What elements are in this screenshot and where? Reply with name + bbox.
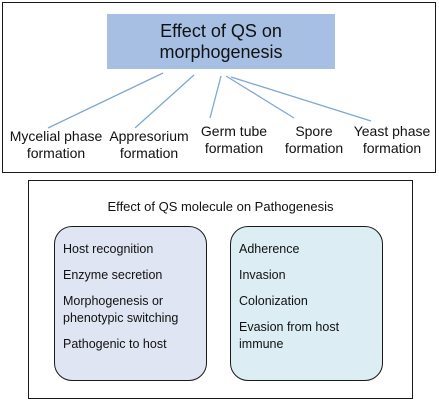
pathogenesis-title: Effect of QS molecule on Pathogenesis — [107, 199, 334, 214]
branch-label-line1: Spore — [295, 123, 333, 139]
branch-label-line2: formation — [284, 140, 344, 156]
branch-spore: Spore formation — [279, 123, 349, 157]
morphogenesis-title-line1: Effect of QS on — [160, 20, 282, 41]
pathogenesis-left-list: Host recognition Enzyme secretion Morpho… — [63, 241, 206, 353]
branch-mycelial-phase: Mycelial phase formation — [3, 128, 109, 162]
branch-label-line2: formation — [204, 140, 264, 156]
pathogenesis-right-list: Adherence Invasion Colonization Evasion … — [239, 241, 382, 353]
list-item: Adherence — [239, 242, 300, 256]
branch-label-line1: Appresorium — [109, 128, 189, 144]
connector-line — [134, 74, 195, 129]
list-item: Pathogenic to host — [63, 337, 167, 351]
connector-lines — [47, 72, 372, 129]
branch-yeast-phase: Yeast phase formation — [349, 123, 435, 157]
pathogenesis-panel: Effect of QS molecule on Pathogenesis Ho… — [28, 180, 413, 399]
list-item: Enzyme secretion — [63, 268, 163, 282]
branch-label-line1: Yeast phase — [353, 123, 431, 139]
morphogenesis-title-box: Effect of QS on morphogenesis — [107, 14, 335, 69]
branch-appresorium: Appresorium formation — [101, 128, 197, 162]
connector-line — [47, 72, 164, 129]
branch-label-line1: Mycelial phase — [9, 128, 103, 144]
connector-line — [230, 76, 372, 122]
morphogenesis-panel: Effect of QS on morphogenesis Mycelial p… — [2, 2, 436, 173]
list-item: Invasion — [239, 268, 286, 282]
branch-label-line2: formation — [26, 145, 86, 161]
pathogenesis-right-box: Adherence Invasion Colonization Evasion … — [230, 226, 383, 381]
connector-line — [209, 75, 222, 119]
branch-label-line1: Germ tube — [200, 123, 268, 139]
branch-label-line2: formation — [119, 145, 179, 161]
list-item: Morphogenesis or phenotypic switching — [63, 294, 179, 325]
branch-label-line2: formation — [362, 140, 422, 156]
pathogenesis-left-box: Host recognition Enzyme secretion Morpho… — [54, 226, 207, 381]
list-item: Evasion from host immune — [239, 320, 340, 351]
branch-germ-tube: Germ tube formation — [195, 123, 273, 157]
list-item: Colonization — [239, 294, 308, 308]
connector-line — [225, 75, 295, 119]
list-item: Host recognition — [63, 242, 154, 256]
morphogenesis-title-line2: morphogenesis — [159, 41, 283, 62]
